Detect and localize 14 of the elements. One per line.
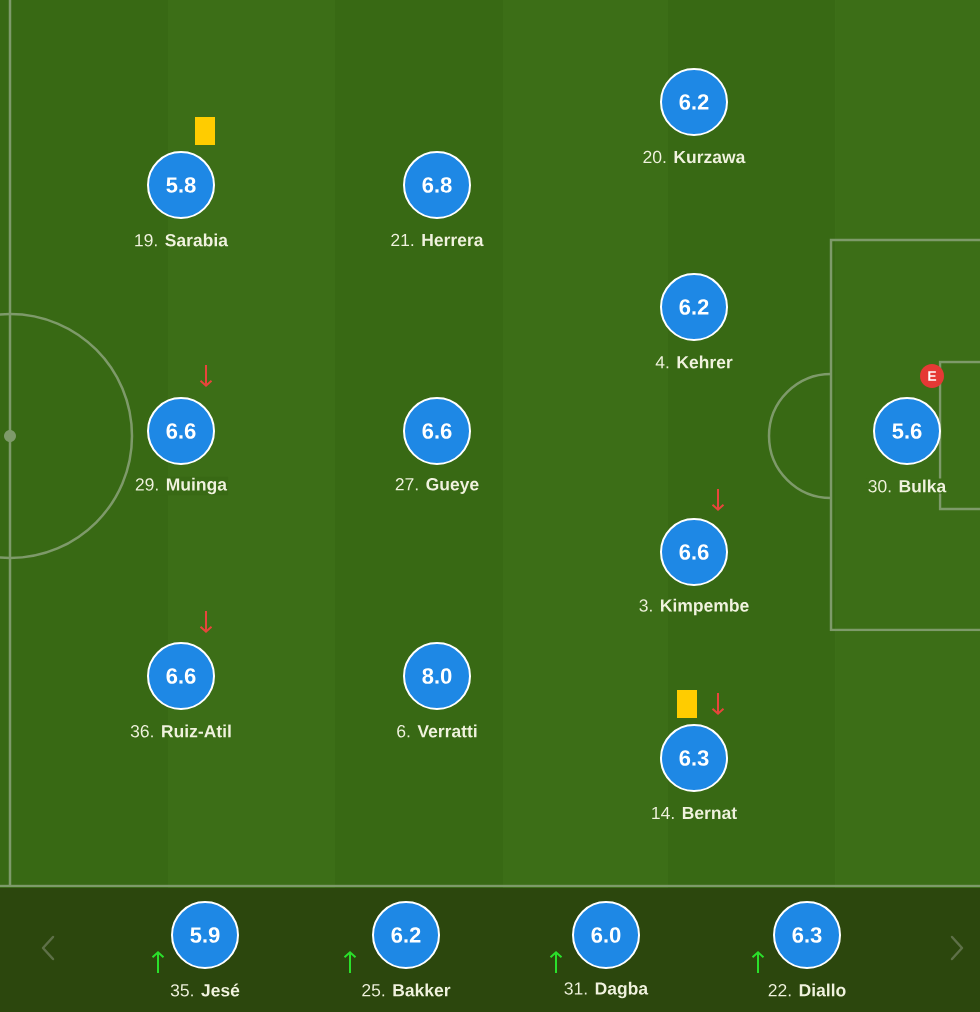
player-name: 6. Verratti — [397, 724, 477, 738]
player-name: 19. Sarabia — [135, 233, 229, 247]
player-name: 4. Kehrer — [655, 355, 733, 369]
player-name: 20. Kurzawa — [643, 150, 746, 164]
player-name: 22. Diallo — [768, 983, 846, 997]
player-name: 36. Ruiz-Atil — [130, 724, 231, 738]
player-name: 3. Kimpembe — [639, 598, 749, 616]
badge: E — [920, 364, 944, 388]
player-name: 25. Bakker — [362, 983, 451, 997]
player-name: 35. Jesé — [170, 983, 240, 997]
player-name: 14. Bernat — [652, 806, 737, 820]
player-name: 27. Gueye — [395, 478, 479, 494]
player-name: 21. Herrera — [391, 233, 484, 247]
player-name: 31. Dagba — [564, 981, 649, 999]
